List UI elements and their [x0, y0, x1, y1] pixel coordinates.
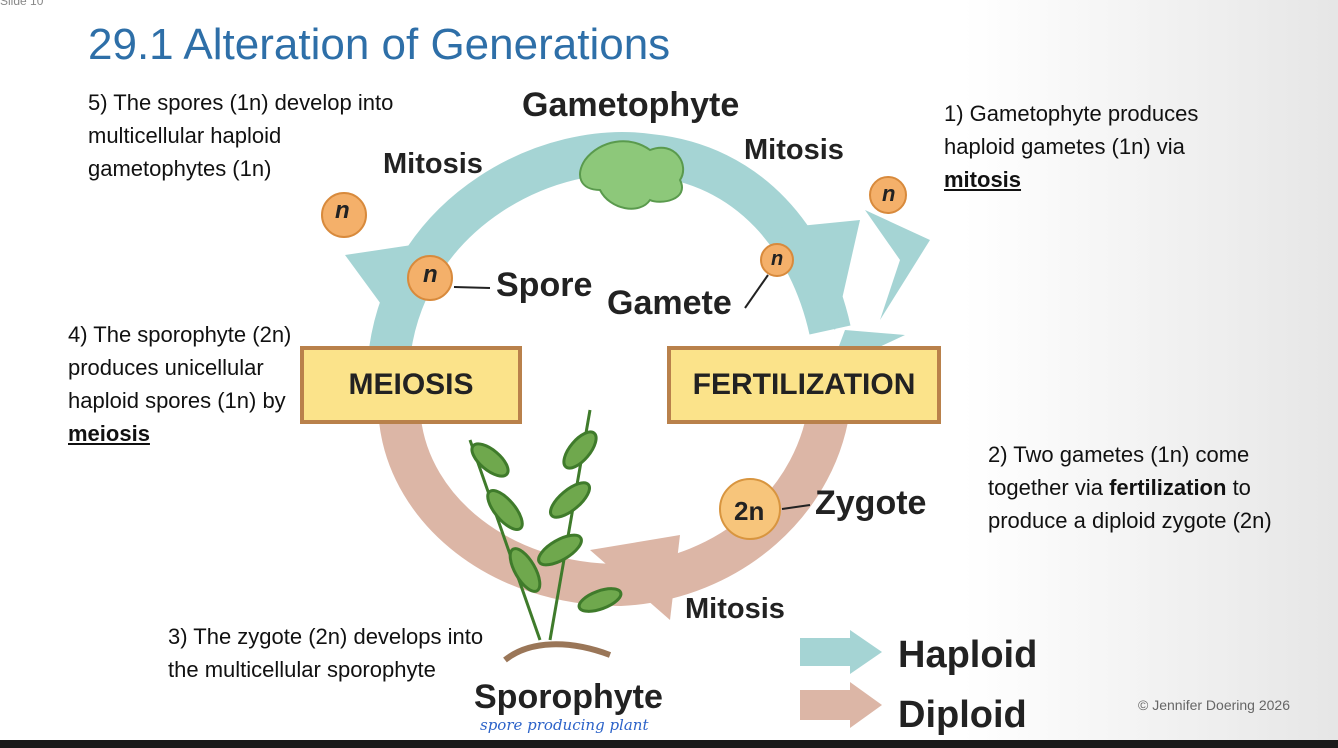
- slide-number: Slide 10: [0, 0, 44, 8]
- note-step3: 3) The zygote (2n) develops into the mul…: [168, 624, 484, 682]
- fern-icon: [468, 409, 623, 641]
- copyright: © Jennifer Doering 2026: [1138, 697, 1290, 713]
- haploid-symbol-2: n: [423, 261, 438, 288]
- note-step2: 2) Two gametes (1n) come together via fe…: [988, 438, 1288, 537]
- gametophyte-label: Gametophyte: [522, 86, 740, 124]
- note-step2-suffix: to produce a diploid zygote (2n): [988, 475, 1272, 533]
- spore-label: Spore: [496, 266, 593, 304]
- note-step1: 1) Gametophyte produces haploid gametes …: [944, 97, 1264, 196]
- gamete-label: Gamete: [607, 284, 732, 322]
- zygote-pointer: [781, 504, 811, 510]
- spore-pointer: [453, 286, 491, 289]
- sporophyte-label: Sporophyte: [474, 678, 663, 716]
- diploid-arc: [379, 397, 851, 607]
- haploid-symbol-4: n: [771, 248, 784, 270]
- haploid-cell-icon: [321, 176, 907, 301]
- haploid-legend-arrow: [800, 630, 882, 674]
- legend-swatches: [800, 630, 882, 728]
- mitosis-label-bottom: Mitosis: [685, 593, 785, 625]
- legend-haploid: Haploid: [898, 634, 1038, 676]
- note-step1-keyword: mitosis: [944, 167, 1022, 192]
- note-step4-text: 4) The sporophyte (2n) produces unicellu…: [68, 322, 292, 413]
- haploid-symbol-1: n: [335, 197, 350, 224]
- note-step4-keyword: meiosis: [68, 421, 150, 446]
- note-step5: 5) The spores (1n) develop into multicel…: [88, 90, 394, 181]
- gamete-pointer: [744, 274, 769, 309]
- gametophyte-icon: [579, 140, 685, 210]
- note-step2-keyword: fertilization: [1109, 475, 1227, 500]
- note-step2-text: 2) Two gametes (1n) come together via: [988, 442, 1250, 500]
- mitosis-label-right: Mitosis: [744, 134, 844, 166]
- note-step4: 4) The sporophyte (2n) produces unicellu…: [68, 318, 293, 450]
- haploid-symbol-3: n: [882, 181, 896, 206]
- rhizome-icon: [503, 641, 612, 663]
- zygote-label: Zygote: [815, 484, 927, 522]
- bottom-bar: [0, 740, 1338, 748]
- mitosis-label-left: Mitosis: [383, 148, 483, 180]
- diploid-symbol: 2n: [734, 496, 765, 526]
- legend-diploid: Diploid: [898, 694, 1027, 736]
- life-cycle-diagram: [321, 132, 930, 663]
- sporophyte-handwritten-note: spore producing plant: [480, 716, 649, 734]
- zygote-cell-icon: [719, 478, 781, 540]
- fertilization-box: FERTILIZATION: [667, 346, 941, 424]
- gamete-arrow: [865, 210, 930, 320]
- diploid-legend-arrow: [800, 682, 882, 728]
- slide-title: 29.1 Alteration of Generations: [88, 20, 671, 69]
- note-step1-text: 1) Gametophyte produces haploid gametes …: [944, 101, 1199, 159]
- meiosis-box: MEIOSIS: [300, 346, 522, 424]
- diploid-arrowhead: [590, 535, 680, 620]
